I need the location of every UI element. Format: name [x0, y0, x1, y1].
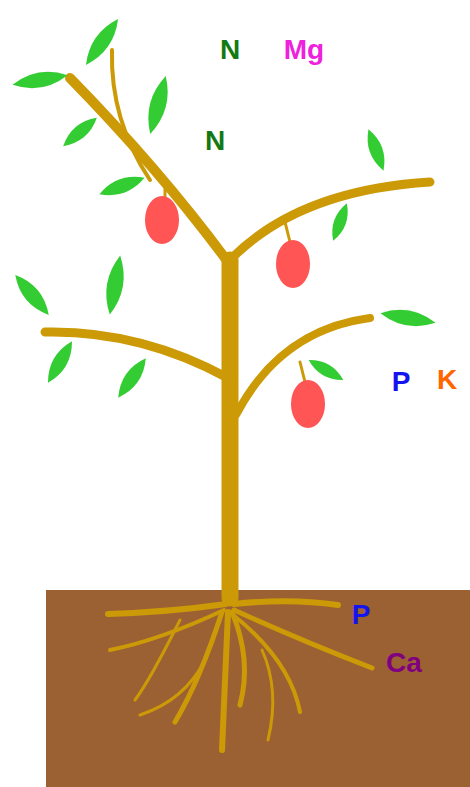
root	[232, 612, 245, 705]
leaf	[59, 113, 101, 151]
leaf	[42, 338, 78, 387]
fruit	[291, 380, 325, 428]
leaf	[97, 171, 147, 201]
nutrient-label: Mg	[284, 36, 324, 64]
nutrient-label: N	[220, 36, 240, 64]
leaf	[362, 127, 389, 173]
fruit-stem	[300, 362, 305, 382]
leaf	[80, 15, 124, 69]
fruit	[145, 196, 179, 244]
fruit	[276, 240, 310, 288]
branch	[70, 78, 228, 262]
leaf	[11, 68, 69, 92]
fruits	[145, 196, 325, 428]
root	[234, 601, 338, 605]
nutrient-label: P	[392, 368, 411, 396]
branches	[45, 50, 430, 598]
nutrient-label: K	[437, 366, 457, 394]
root	[234, 610, 372, 668]
root	[140, 660, 205, 715]
leaf	[143, 74, 174, 136]
nutrient-label: N	[205, 127, 225, 155]
branch	[232, 182, 430, 258]
leaf	[113, 354, 152, 401]
nutrient-label: P	[352, 601, 371, 629]
leaf	[10, 270, 55, 319]
nutrient-label: Ca	[386, 649, 422, 677]
fruit-stem	[285, 222, 290, 242]
trunk	[222, 260, 239, 598]
root	[108, 604, 226, 614]
leaf	[379, 306, 437, 330]
leaf	[102, 254, 128, 316]
root	[175, 612, 222, 722]
root	[262, 650, 273, 740]
soil	[46, 590, 470, 787]
fruit-stem	[164, 178, 167, 198]
root	[222, 612, 228, 750]
leaves	[10, 15, 437, 402]
roots	[108, 601, 372, 750]
twig	[112, 50, 150, 180]
leaf	[328, 201, 353, 243]
root	[135, 620, 180, 700]
